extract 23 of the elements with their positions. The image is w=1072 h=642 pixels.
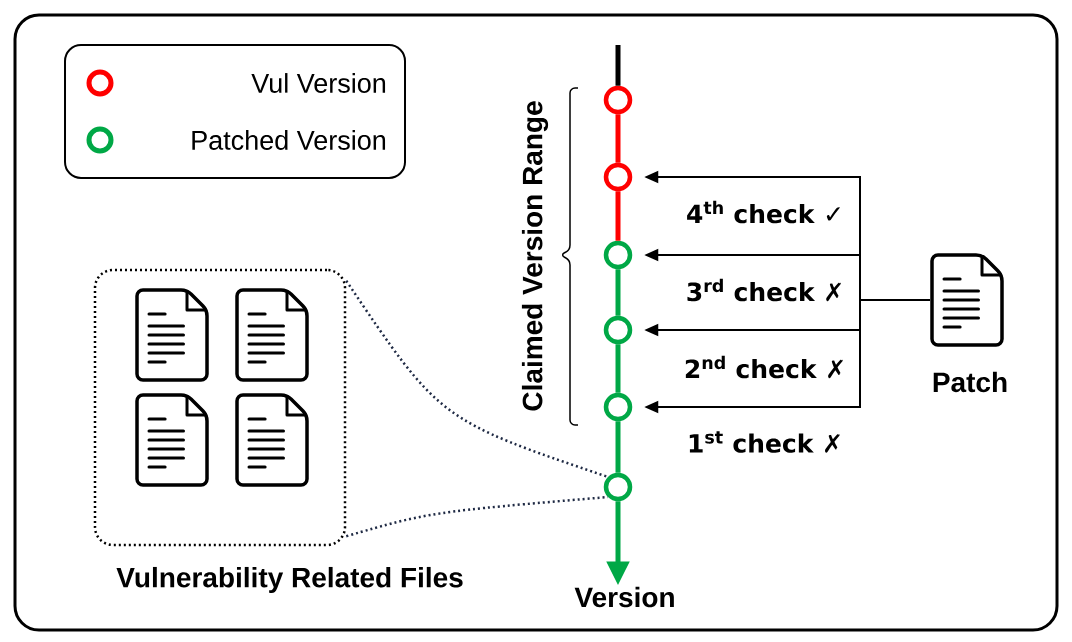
- edge-label: 2$^{nd}$ check ✗: [682, 354, 848, 380]
- version-line: [615, 114, 621, 163]
- range-label: Claimed Version Range: [521, 101, 549, 411]
- connector-line: [345, 280, 609, 479]
- version-line: [615, 344, 621, 393]
- version-circle: [603, 392, 633, 422]
- legend-label: Patched Version: [192, 130, 386, 150]
- patch-label: Patch: [933, 371, 1007, 393]
- version-circle: [603, 240, 633, 270]
- version-line: [615, 421, 621, 473]
- edge-label: 1$^{st}$ check ✗: [686, 430, 845, 454]
- group-title: Vulnerability Related Files: [116, 566, 463, 594]
- version-line: [615, 45, 621, 86]
- axis-label: Version: [574, 586, 674, 608]
- version-circle: [603, 162, 633, 192]
- version-line: [615, 191, 621, 241]
- version-circle: [603, 472, 633, 502]
- edge-label: 3$^{rd}$ check ✗: [684, 277, 846, 303]
- version-line: [615, 269, 621, 316]
- legend-label: Vul Version: [251, 73, 386, 93]
- version-circle: [603, 85, 633, 115]
- edge-label: 4$^{th}$ check ✓: [684, 199, 846, 225]
- version-circle: [603, 315, 633, 345]
